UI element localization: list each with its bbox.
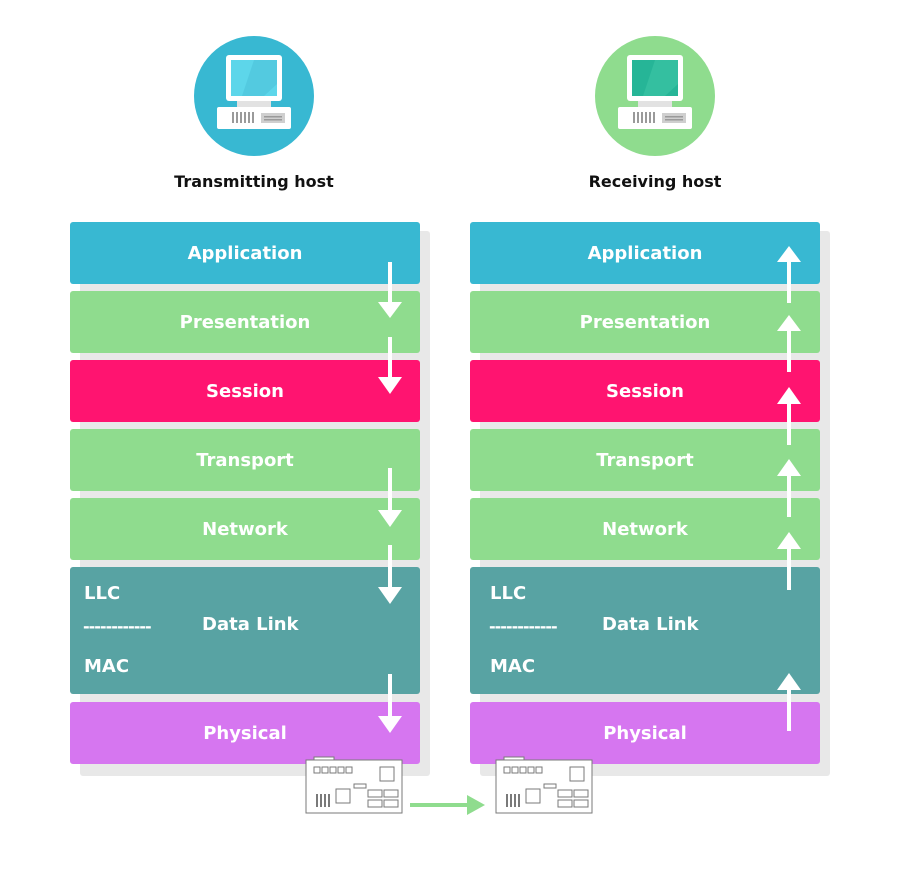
layer-physical: Physical (70, 702, 420, 764)
network-card-icon (495, 756, 593, 814)
up-arrow-icon (777, 673, 801, 731)
sublayer-mac: MAC (84, 656, 130, 677)
data-link-label: Data Link (602, 614, 699, 635)
layer-application: Application (70, 222, 420, 284)
layer-network: Network (470, 498, 820, 560)
layer-transport: Transport (70, 429, 420, 491)
transmitting-host-title: Transmitting host (174, 172, 334, 191)
down-arrow-icon (378, 262, 402, 318)
up-arrow-icon (777, 532, 801, 590)
layer-transport: Transport (470, 429, 820, 491)
sublayer-divider: ------------ (489, 617, 558, 636)
transmission-arrow-icon (410, 795, 485, 815)
sublayer-llc: LLC (84, 583, 121, 604)
down-arrows (378, 262, 402, 733)
up-arrows (777, 246, 801, 731)
computer-icon (595, 36, 715, 156)
sublayer-mac: MAC (490, 656, 536, 677)
data-link-label: Data Link (202, 614, 299, 635)
layer-session: Session (70, 360, 420, 422)
up-arrow-icon (777, 459, 801, 517)
layer-data-link: LLC ------------ Data Link MAC (70, 567, 420, 694)
up-arrow-icon (777, 246, 801, 303)
sublayer-divider: ------------ (83, 617, 152, 636)
sublayer-llc: LLC (490, 583, 527, 604)
layer-network: Network (70, 498, 420, 560)
up-arrow-icon (777, 387, 801, 445)
up-arrow-icon (777, 315, 801, 372)
down-arrow-icon (378, 337, 402, 394)
down-arrow-icon (378, 468, 402, 527)
receiving-host-title: Receiving host (588, 172, 722, 191)
down-arrow-icon (378, 545, 402, 604)
layer-presentation: Presentation (470, 291, 820, 353)
network-card-icon (305, 756, 403, 814)
layer-data-link: LLC ------------ Data Link MAC (470, 567, 820, 694)
layer-physical: Physical (470, 702, 820, 764)
layer-session: Session (470, 360, 820, 422)
layer-application: Application (470, 222, 820, 284)
computer-icon (194, 36, 314, 156)
down-arrow-icon (378, 674, 402, 733)
layer-presentation: Presentation (70, 291, 420, 353)
